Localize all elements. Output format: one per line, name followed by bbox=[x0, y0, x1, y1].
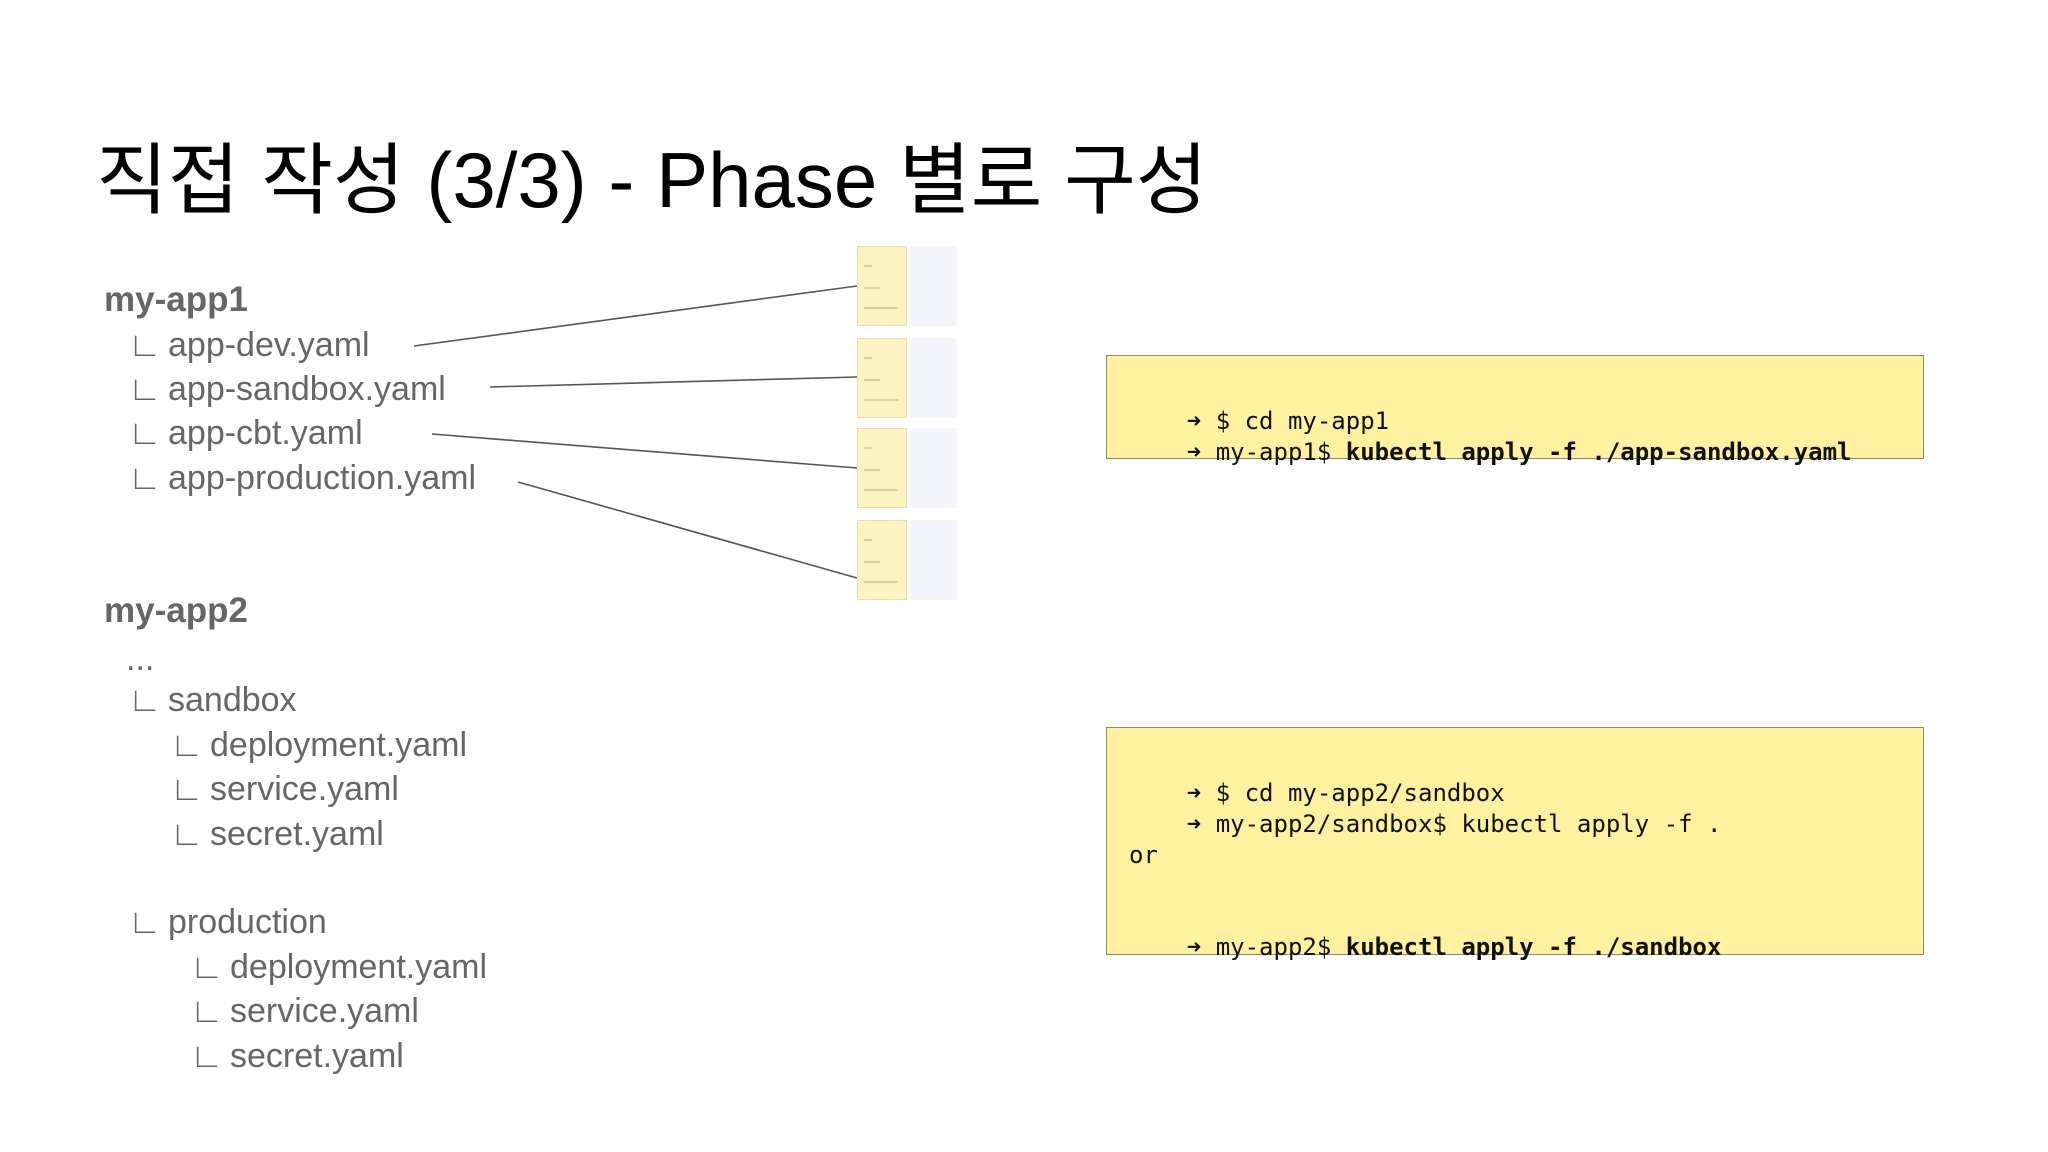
file-label: secret.yaml bbox=[210, 815, 384, 853]
tree-corner-icon: ∟ bbox=[128, 370, 162, 408]
tree-corner-icon: ∟ bbox=[190, 992, 224, 1030]
file-sandbox-service: ∟service.yaml bbox=[170, 769, 399, 809]
yaml-file-thumbnail-icon bbox=[857, 520, 957, 600]
file-label: app-cbt.yaml bbox=[168, 414, 363, 452]
terminal-line: ➜ $ cd my-app1 bbox=[1129, 376, 1389, 466]
file-app-dev: ∟app-dev.yaml bbox=[128, 325, 370, 365]
terminal-box-app1: ➜ $ cd my-app1 ➜ my-app1$ kubectl apply … bbox=[1106, 355, 1924, 466]
file-label: app-sandbox.yaml bbox=[168, 370, 446, 408]
tree-corner-icon: ∟ bbox=[128, 326, 162, 364]
tree-corner-icon: ∟ bbox=[190, 1037, 224, 1075]
tree-corner-icon: ∟ bbox=[128, 414, 162, 452]
file-production-secret: ∟secret.yaml bbox=[190, 1036, 404, 1076]
folder-label: sandbox bbox=[168, 681, 297, 719]
tree-corner-icon: ∟ bbox=[170, 770, 204, 808]
command-text: kubectl apply -f ./sandbox bbox=[1345, 933, 1722, 961]
prompt-text: my-app1$ bbox=[1201, 438, 1346, 466]
tree-corner-icon: ∟ bbox=[128, 681, 162, 719]
file-sandbox-deployment: ∟deployment.yaml bbox=[170, 725, 467, 765]
command-text: kubectl apply -f ./app-sandbox.yaml bbox=[1345, 438, 1852, 466]
folder-sandbox: ∟sandbox bbox=[128, 680, 297, 720]
command-text: $ cd my-app2/sandbox bbox=[1201, 779, 1505, 807]
tree-corner-icon: ∟ bbox=[170, 815, 204, 853]
folder-label: production bbox=[168, 903, 327, 941]
right-arrow-icon: ➜ bbox=[1186, 407, 1202, 435]
file-production-service: ∟service.yaml bbox=[190, 991, 419, 1031]
right-arrow-icon: ➜ bbox=[1186, 438, 1202, 466]
command-text: $ cd my-app1 bbox=[1201, 407, 1390, 435]
right-arrow-icon: ➜ bbox=[1186, 779, 1202, 807]
file-app-cbt: ∟app-cbt.yaml bbox=[128, 413, 363, 453]
terminal-box-app2: ➜ $ cd my-app2/sandbox ➜ my-app2/sandbox… bbox=[1106, 727, 1924, 961]
file-label: deployment.yaml bbox=[210, 726, 468, 764]
terminal-line: ➜ my-app1$ kubectl apply -f ./app-sandbo… bbox=[1129, 407, 1852, 497]
file-app-sandbox: ∟app-sandbox.yaml bbox=[128, 369, 446, 409]
file-sandbox-secret: ∟secret.yaml bbox=[170, 814, 384, 854]
terminal-line: ➜ my-app2/sandbox$ kubectl apply -f . bbox=[1129, 779, 1722, 869]
terminal-line: ➜ my-app2$ kubectl apply -f ./sandbox bbox=[1129, 902, 1722, 992]
tree-corner-icon: ∟ bbox=[170, 726, 204, 764]
prompt-text: my-app2$ bbox=[1201, 933, 1346, 961]
file-production-deployment: ∟deployment.yaml bbox=[190, 947, 487, 987]
folder-my-app2: my-app2 bbox=[104, 591, 248, 630]
folder-production: ∟production bbox=[128, 902, 327, 942]
yaml-file-thumbnail-icon bbox=[857, 246, 957, 326]
yaml-file-thumbnail-icon bbox=[857, 338, 957, 418]
tree-corner-icon: ∟ bbox=[128, 459, 162, 497]
right-arrow-icon: ➜ bbox=[1186, 933, 1202, 961]
yaml-file-thumbnail-icon bbox=[857, 428, 957, 508]
file-label: app-production.yaml bbox=[168, 459, 477, 497]
right-arrow-icon: ➜ bbox=[1186, 810, 1202, 838]
tree-corner-icon: ∟ bbox=[190, 948, 224, 986]
file-label: app-dev.yaml bbox=[168, 326, 370, 364]
or-text: or bbox=[1129, 841, 1158, 869]
command-text: my-app2/sandbox$ kubectl apply -f . bbox=[1201, 810, 1722, 838]
ellipsis: ... bbox=[126, 640, 155, 678]
file-app-production: ∟app-production.yaml bbox=[128, 458, 476, 498]
folder-my-app1: my-app1 bbox=[104, 280, 248, 319]
slide-title: 직접 작성 (3/3) - Phase 별로 구성 bbox=[96, 136, 1208, 224]
file-label: secret.yaml bbox=[230, 1037, 404, 1075]
file-label: service.yaml bbox=[230, 992, 419, 1030]
file-label: deployment.yaml bbox=[230, 948, 488, 986]
terminal-line: ➜ $ cd my-app2/sandbox bbox=[1129, 748, 1505, 838]
file-label: service.yaml bbox=[210, 770, 399, 808]
tree-corner-icon: ∟ bbox=[128, 903, 162, 941]
